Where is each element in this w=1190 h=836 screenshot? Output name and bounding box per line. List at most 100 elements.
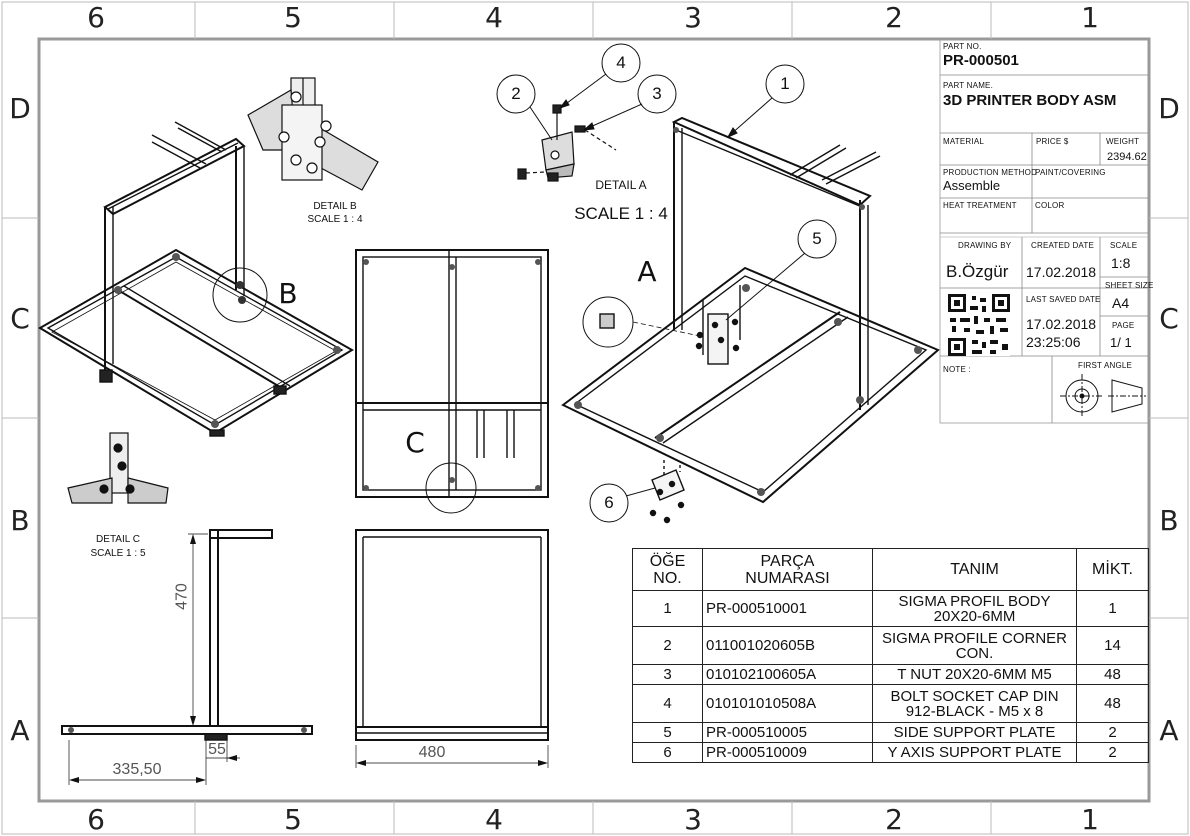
part-name: 3D PRINTER BODY ASM: [943, 92, 1117, 109]
zone-row-left-b: B: [10, 504, 30, 537]
inner-border: [37, 37, 1151, 803]
zone-col-top-4: 4: [485, 1, 503, 34]
balloon-label-5: 5: [812, 229, 822, 248]
scale-label: SCALE: [1110, 241, 1138, 250]
callout-c: C: [405, 426, 425, 459]
bom-description: T NUT 20X20-6MM M5: [872, 664, 1077, 685]
dimension-height: 470: [173, 583, 191, 610]
bom-qty: 14: [1076, 626, 1149, 665]
weight-label: WEIGHT: [1106, 137, 1140, 146]
bom-item-no: 6: [632, 742, 703, 763]
zone-col-bottom-1: 1: [1081, 803, 1099, 836]
zone-row-right-b: B: [1159, 504, 1179, 537]
zone-col-top-1: 1: [1081, 1, 1099, 34]
zone-col-bottom-4: 4: [485, 803, 503, 836]
heat-treatment-label: HEAT TREATMENT: [943, 201, 1017, 210]
bom-item-no: 2: [632, 626, 703, 665]
isometric-view-left: [38, 121, 354, 437]
zone-row-right-d: D: [1158, 92, 1180, 125]
paint-label: PAINT/COVERING: [1035, 168, 1106, 177]
bom-qty: 2: [1076, 722, 1149, 743]
detail-b-title: DETAIL B: [313, 201, 357, 212]
zone-col-bottom-5: 5: [284, 803, 302, 836]
balloon-1: [765, 64, 805, 104]
page-value: 1/ 1: [1110, 335, 1132, 350]
callout-b: B: [278, 277, 298, 310]
bom-description: SIDE SUPPORT PLATE: [872, 722, 1077, 743]
sheet-size-value: A4: [1112, 295, 1130, 311]
bom-desc-line2: CON.: [955, 644, 994, 662]
zone-col-bottom-6: 6: [87, 803, 105, 836]
bom-part-no: 010101010508A: [702, 684, 873, 723]
last-saved-time: 23:25:06: [1026, 334, 1081, 350]
detail-b-drawing: [247, 77, 379, 191]
note-label: NOTE :: [943, 365, 971, 374]
color-label: COLOR: [1035, 201, 1065, 210]
balloon-4: [601, 43, 641, 83]
zone-col-bottom-3: 3: [684, 803, 702, 836]
part-name-label: PART NAME.: [943, 81, 994, 90]
bom-part-no: 010102100605A: [702, 664, 873, 685]
bom-row: 5 PR-000510005 SIDE SUPPORT PLATE 2: [632, 722, 1149, 743]
zone-col-top-5: 5: [284, 1, 302, 34]
bom-part-no: PR-000510001: [702, 590, 873, 627]
balloon-3: [637, 74, 677, 114]
bom-item-no: 4: [632, 684, 703, 723]
dimension-base-length: 335,50: [112, 761, 162, 778]
sheet-size-label: SHEET SIZE: [1105, 281, 1154, 290]
zone-row-right-c: C: [1159, 302, 1179, 335]
callout-a: A: [637, 255, 657, 288]
zone-col-bottom-2: 2: [885, 803, 903, 836]
bom-header-part-line1: PARÇA: [760, 552, 815, 570]
zone-row-left-c: C: [10, 302, 30, 335]
created-date-label: CREATED DATE: [1031, 241, 1094, 250]
projection-label: FIRST ANGLE: [1078, 361, 1133, 370]
balloon-5: [797, 219, 837, 259]
created-date-value: 17.02.2018: [1026, 264, 1097, 280]
bom-part-no: PR-000510009: [702, 742, 873, 763]
drawing-by-value: B.Özgür: [946, 262, 1009, 281]
balloon-6: [589, 483, 629, 523]
dimension-offset: 55: [208, 741, 226, 758]
page-label: PAGE: [1112, 321, 1135, 330]
detail-a-scale: SCALE 1 : 4: [574, 204, 668, 223]
bom-desc-line2: 20X20-6MM: [933, 607, 1016, 625]
bom-item-no: 3: [632, 664, 703, 685]
bom-desc-line1: SIGMA PROFILE CORNER: [881, 629, 1068, 647]
part-no: PR-000501: [943, 52, 1019, 69]
material-label: MATERIAL: [943, 137, 985, 146]
detail-c-drawing: [67, 432, 169, 504]
zone-row-right-a: A: [1159, 714, 1179, 747]
dimension-width: 480: [418, 744, 446, 761]
detail-a-title: DETAIL A: [595, 178, 647, 192]
balloon-label-2: 2: [511, 84, 521, 103]
balloon-label-6: 6: [604, 493, 614, 512]
zone-col-top-6: 6: [87, 1, 105, 34]
front-view: [355, 529, 549, 768]
bom-qty: 48: [1076, 684, 1149, 723]
bom-qty: 2: [1076, 742, 1149, 763]
bom-desc-line2: 912-BLACK - M5 x 8: [905, 702, 1044, 720]
bom-part-no: PR-000510005: [702, 722, 873, 743]
zone-row-left-a: A: [10, 714, 30, 747]
production-method-value: Assemble: [943, 178, 1001, 193]
detail-a-drawing: [517, 104, 617, 182]
qr-code: [948, 294, 1010, 356]
bom-row: 3 010102100605A T NUT 20X20-6MM M5 48: [632, 664, 1149, 685]
balloons: [496, 43, 837, 523]
bom-header-item-line2: NO.: [653, 569, 682, 587]
bom-part-no: 011001020605B: [702, 626, 873, 665]
top-view: [355, 249, 549, 514]
zone-col-top-3: 3: [684, 1, 702, 34]
isometric-view-right: [561, 116, 940, 524]
side-view: [61, 529, 313, 785]
